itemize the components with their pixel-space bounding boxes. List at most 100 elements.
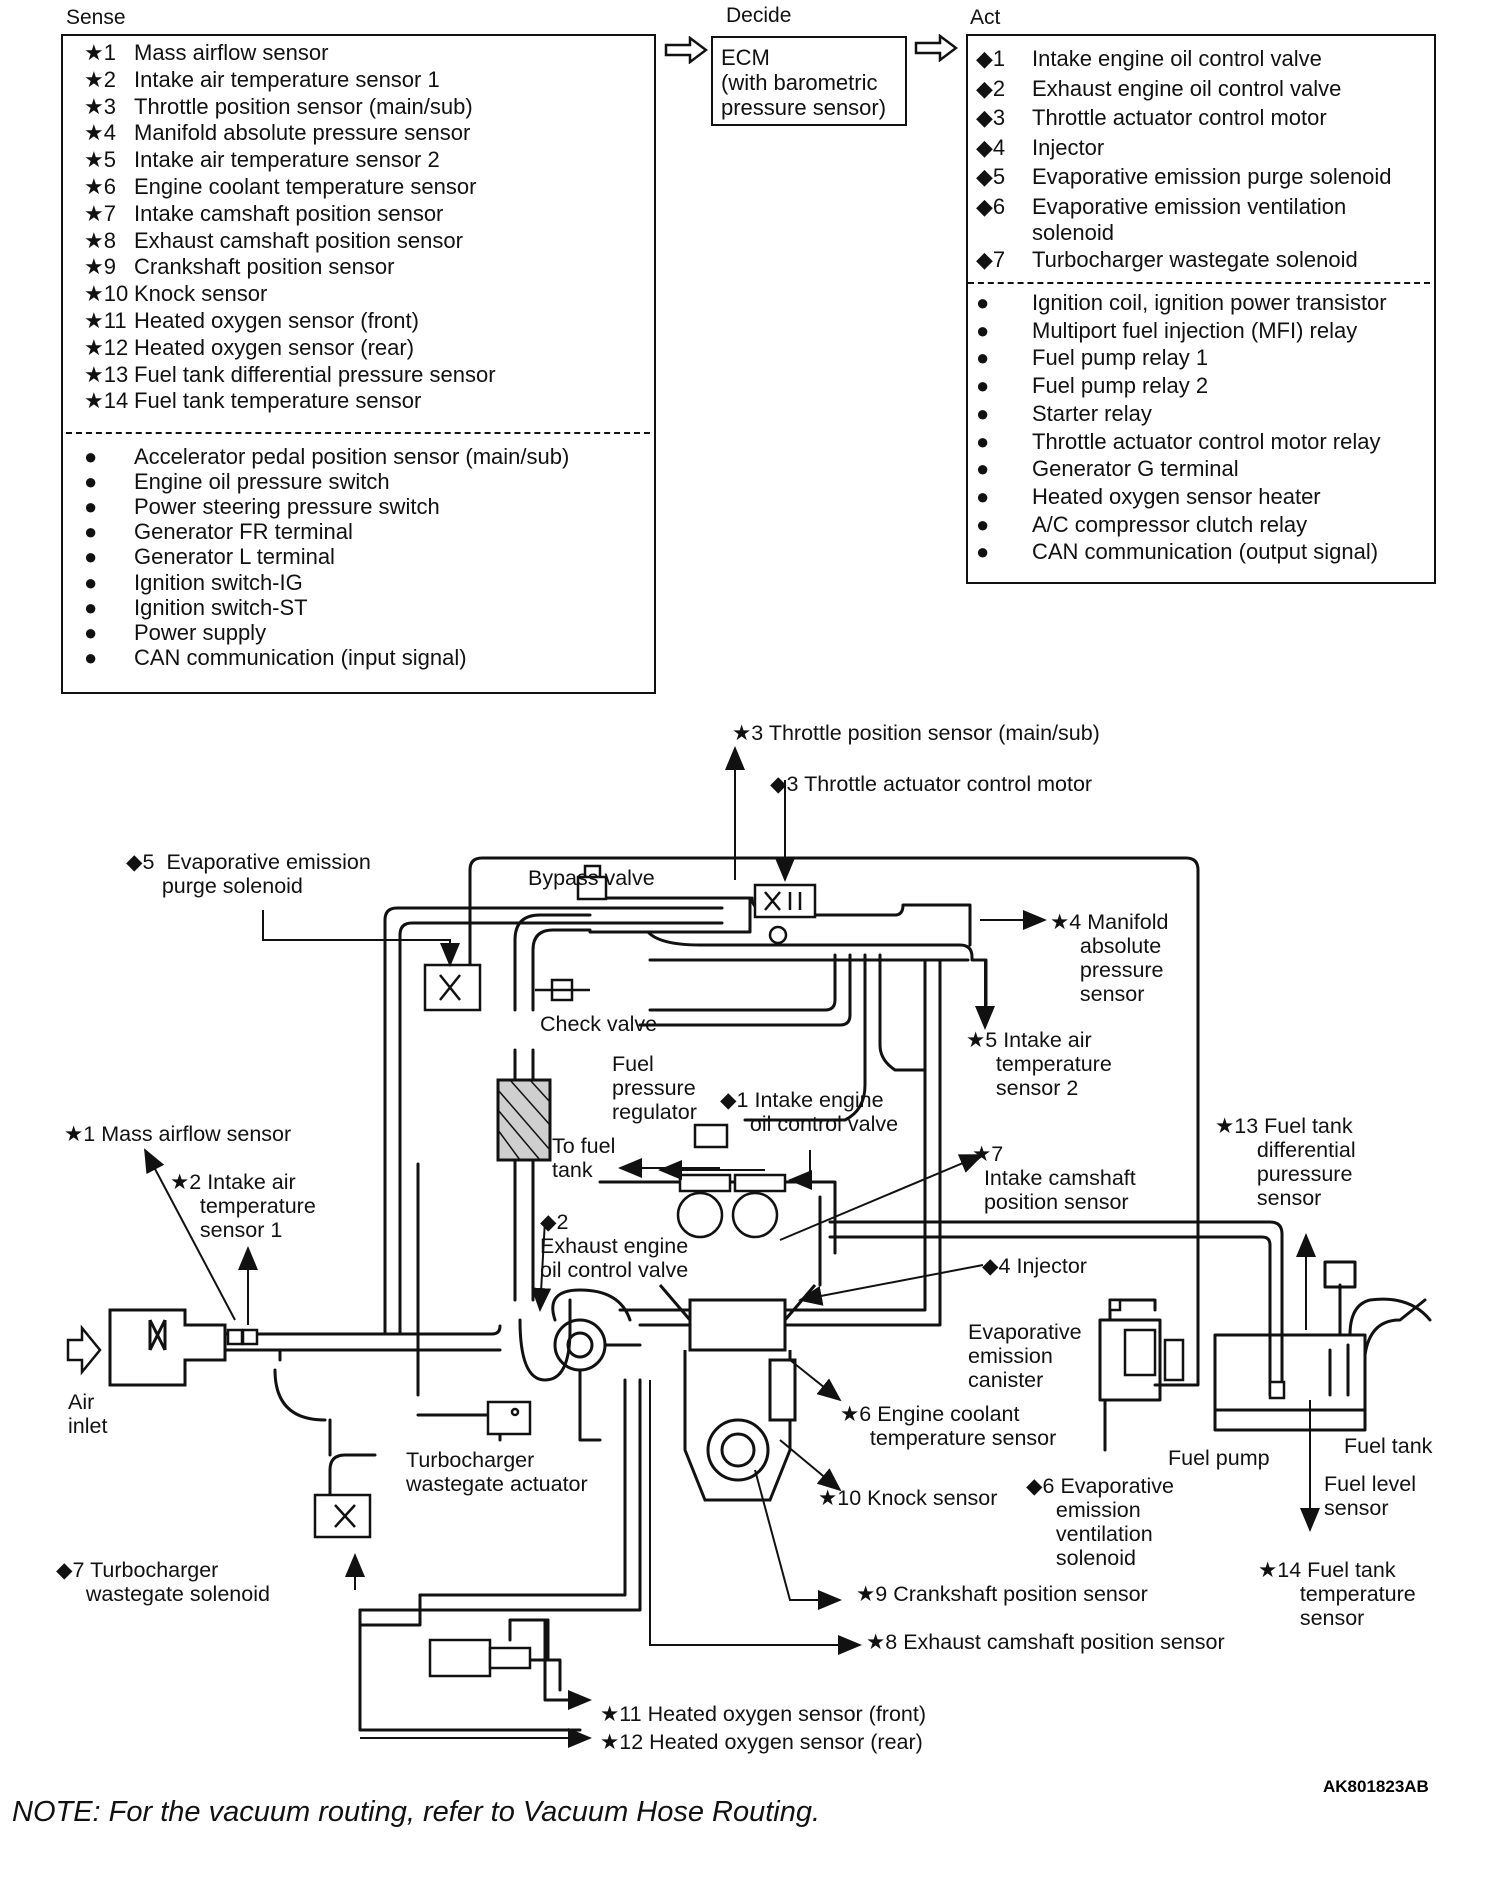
label-fuel-tank-temp-sensor: ★14 Fuel tank temperature sensor — [1258, 1558, 1416, 1630]
label-exhaust-camshaft-sensor: ★8 Exhaust camshaft position sensor — [866, 1630, 1225, 1654]
wastegate-actuator-shape — [486, 1400, 532, 1436]
sense-other-label: Generator FR terminal — [134, 519, 353, 545]
label-heated-o2-front: ★11 Heated oxygen sensor (front) — [600, 1702, 927, 1726]
sense-divider — [66, 432, 650, 434]
label-wastegate-actuator: Turbocharger wastegate actuator — [406, 1448, 588, 1496]
check-valve-shape — [535, 978, 590, 1002]
sense-other-marker: ● — [84, 644, 98, 670]
sense-header: Sense — [66, 6, 126, 29]
exhaust-cam-pulley — [731, 1191, 779, 1239]
ecm-to-act-arrow — [914, 34, 958, 62]
sense-starred-label: Fuel tank differential pressure sensor — [134, 361, 496, 387]
label-fuel-pressure-regulator: Fuel pressure regulator — [612, 1052, 697, 1124]
act-other-marker: ● — [976, 373, 990, 399]
sense-other-item: ● Accelerator pedal position sensor (main… — [84, 444, 569, 470]
act-diamond-marker: ◆5 — [976, 164, 1006, 189]
act-other-item: ●Heated oxygen sensor heater — [976, 484, 1321, 510]
label-throttle-position-sensor: ★3 Throttle position sensor (main/sub) — [732, 721, 1100, 745]
sense-other-item: ●Power steering pressure switch — [84, 494, 440, 520]
sense-other-marker: ● — [84, 619, 98, 645]
act-diamond-label: Turbocharger wastegate solenoid — [1032, 246, 1358, 272]
intake-cam-pulley — [676, 1191, 724, 1239]
label-purge-solenoid: ◆5 Evaporative emission purge solenoid — [126, 850, 371, 898]
sense-starred-label: Engine coolant temperature sensor — [134, 174, 477, 199]
act-other-item: ●Fuel pump relay 1 — [976, 345, 1208, 371]
sense-other-marker: ● — [84, 444, 98, 469]
sense-other-marker: ● — [84, 594, 98, 620]
canister-shape — [1108, 1298, 1185, 1382]
sense-other-item: ●Generator L terminal — [84, 544, 335, 570]
label-mass-airflow-sensor: ★1 Mass airflow sensor — [64, 1122, 292, 1146]
sense-starred-marker: ★14 — [84, 388, 129, 414]
throttle-actuator-shape — [753, 883, 817, 945]
sense-other-item: ●Power supply — [84, 620, 266, 646]
sense-starred-label: Knock sensor — [134, 281, 268, 307]
act-header: Act — [970, 6, 1001, 29]
label-wastegate-solenoid: ◆7 Turbocharger wastegate solenoid — [56, 1558, 270, 1606]
act-other-item: ●CAN communication (output signal) — [976, 539, 1378, 565]
act-diamond-label: Injector — [1032, 134, 1105, 160]
sense-starred-label: Crankshaft position sensor — [134, 254, 395, 280]
sense-other-item: ●Generator FR terminal — [84, 519, 353, 545]
sense-starred-marker: ★10 — [84, 281, 129, 307]
sense-other-marker: ● — [84, 494, 98, 520]
sense-starred-label: Intake camshaft position sensor — [134, 200, 444, 226]
label-iat-sensor-1: ★2 Intake air temperature sensor 1 — [170, 1170, 316, 1242]
act-diamond-label: Throttle actuator control motor — [1032, 105, 1327, 130]
fuel-pressure-regulator-shape — [693, 1123, 729, 1149]
label-knock-sensor: ★10 Knock sensor — [818, 1486, 998, 1510]
sense-starred-label: Manifold absolute pressure sensor — [134, 120, 471, 146]
act-diamond-label: Evaporative emission purge solenoid — [1032, 164, 1392, 189]
sense-starred-item: ★7 Intake camshaft position sensor — [84, 201, 443, 227]
label-to-fuel-tank: To fuel tank — [552, 1134, 616, 1182]
sense-starred-marker: ★5 — [84, 147, 116, 173]
act-other-item: ●Multiport fuel injection (MFI) relay — [976, 318, 1357, 344]
act-other-item: ●Starter relay — [976, 401, 1152, 427]
label-fuel-level-sensor: Fuel level sensor — [1324, 1472, 1417, 1520]
act-other-item: ● Throttle actuator control motor relay — [976, 429, 1380, 455]
act-other-item: ●Ignition coil, ignition power transisto… — [976, 290, 1387, 316]
label-heated-o2-rear: ★12 Heated oxygen sensor (rear) — [600, 1730, 923, 1754]
label-injector: ◆4 Injector — [982, 1254, 1087, 1278]
sense-other-label: Engine oil pressure switch — [134, 469, 390, 495]
label-intake-oil-control-valve: ◆1 Intake engine oil control valve — [720, 1088, 899, 1136]
sense-starred-marker: ★7 — [84, 200, 116, 226]
air-cleaner — [108, 1308, 227, 1387]
label-evap-canister: Evaporative emission canister — [968, 1320, 1082, 1392]
act-other-marker: ● — [976, 428, 990, 454]
sense-other-marker: ● — [84, 469, 98, 495]
act-other-item: ●Fuel pump relay 2 — [976, 373, 1208, 399]
sense-box — [61, 34, 656, 694]
label-crankshaft-sensor: ★9 Crankshaft position sensor — [856, 1582, 1148, 1606]
act-other-label: Generator G terminal — [1032, 456, 1239, 482]
footnote: NOTE: For the vacuum routing, refer to V… — [12, 1796, 821, 1828]
label-coolant-temp-sensor: ★6 Engine coolant temperature sensor — [840, 1402, 1057, 1450]
sense-starred-marker: ★12 — [84, 334, 129, 360]
act-other-label: Throttle actuator control motor relay — [1032, 428, 1381, 454]
act-other-label: CAN communication (output signal) — [1032, 539, 1379, 565]
engine-block — [658, 1284, 817, 1502]
label-throttle-actuator-motor: ◆3 Throttle actuator control motor — [770, 772, 1093, 796]
sense-starred-marker: ★11 — [84, 308, 127, 333]
sense-starred-marker: ★13 — [84, 361, 129, 387]
wastegate-solenoid-shape — [313, 1493, 372, 1539]
label-intake-camshaft-sensor: ★7 Intake camshaft position sensor — [972, 1142, 1136, 1214]
sense-starred-item: ★1 Mass airflow sensor — [84, 40, 328, 66]
sense-starred-marker: ★1 — [84, 40, 116, 65]
sense-other-label: Accelerator pedal position sensor (main/… — [134, 444, 570, 469]
sense-starred-marker: ★8 — [84, 227, 116, 253]
sense-starred-label: Mass airflow sensor — [134, 40, 329, 65]
label-fuel-tank-pressure-sensor: ★13 Fuel tank differential puressure sen… — [1215, 1114, 1356, 1210]
air-inlet-arrow — [66, 1324, 102, 1376]
